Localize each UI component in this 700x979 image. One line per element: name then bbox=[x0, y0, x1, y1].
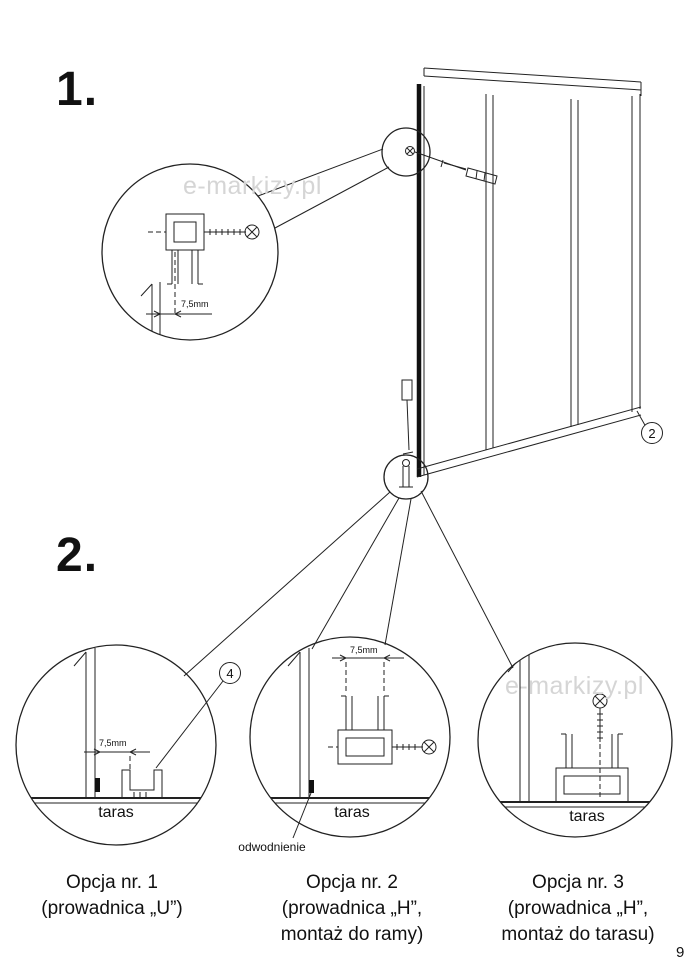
option1-circle bbox=[15, 644, 224, 846]
callout-2: 2 bbox=[641, 422, 663, 444]
bottom-zoom-circle bbox=[383, 454, 429, 500]
watermark-2: e-markizy.pl bbox=[505, 672, 644, 700]
option-2-title: Opcja nr. 2 bbox=[306, 872, 398, 893]
odwodnienie-leader bbox=[292, 792, 312, 839]
option2-circle bbox=[249, 636, 451, 839]
callout-4-leader bbox=[155, 680, 224, 769]
option-1-subtitle: (prowadnica „U”) bbox=[41, 898, 183, 919]
step-2-label: 2. bbox=[56, 529, 99, 582]
option-1-title: Opcja nr. 1 bbox=[66, 872, 158, 893]
taras-label-3: taras bbox=[569, 808, 605, 825]
step-1-label: 1. bbox=[56, 63, 99, 116]
option-3-subtitle: (prowadnica „H”, bbox=[507, 898, 649, 919]
callout-4: 4 bbox=[219, 662, 241, 684]
watermark-1: e-markizy.pl bbox=[183, 172, 322, 200]
option-3-caption: Opcja nr. 3 (prowadnica „H”, montaż do t… bbox=[478, 870, 678, 948]
dimension-step1: 7,5mm bbox=[181, 299, 209, 309]
option-3-title: Opcja nr. 3 bbox=[532, 872, 624, 893]
odwodnienie-label: odwodnienie bbox=[238, 840, 306, 854]
wall-plug-screw bbox=[440, 159, 498, 185]
callout-2-number: 2 bbox=[648, 425, 656, 441]
top-zoom-circle bbox=[381, 127, 467, 177]
page-number: 9 bbox=[676, 944, 685, 961]
zoom-cone-top bbox=[257, 148, 390, 229]
callout-4-number: 4 bbox=[226, 665, 234, 681]
option-2-subtitle2: montaż do ramy) bbox=[280, 924, 424, 945]
screw-head-icon bbox=[244, 224, 260, 240]
dimension-option1: 7,5mm bbox=[99, 738, 127, 748]
dimension-option2: 7,5mm bbox=[350, 645, 378, 655]
zoom-cone-bottom bbox=[183, 490, 514, 677]
option-2-caption: Opcja nr. 2 (prowadnica „H”, montaż do r… bbox=[252, 870, 452, 948]
step1-detail-circle bbox=[101, 163, 279, 341]
option-1-caption: Opcja nr. 1 (prowadnica „U”) bbox=[12, 870, 212, 922]
rail-bracket bbox=[401, 379, 414, 455]
option-3-subtitle2: montaż do tarasu) bbox=[501, 924, 655, 945]
taras-label-1: taras bbox=[98, 804, 134, 821]
screw-head-icon bbox=[421, 739, 437, 755]
taras-label-2: taras bbox=[334, 804, 370, 821]
option3-circle bbox=[477, 642, 673, 838]
main-isometric-drawing bbox=[381, 67, 647, 500]
option-2-subtitle: (prowadnica „H”, bbox=[281, 898, 423, 919]
